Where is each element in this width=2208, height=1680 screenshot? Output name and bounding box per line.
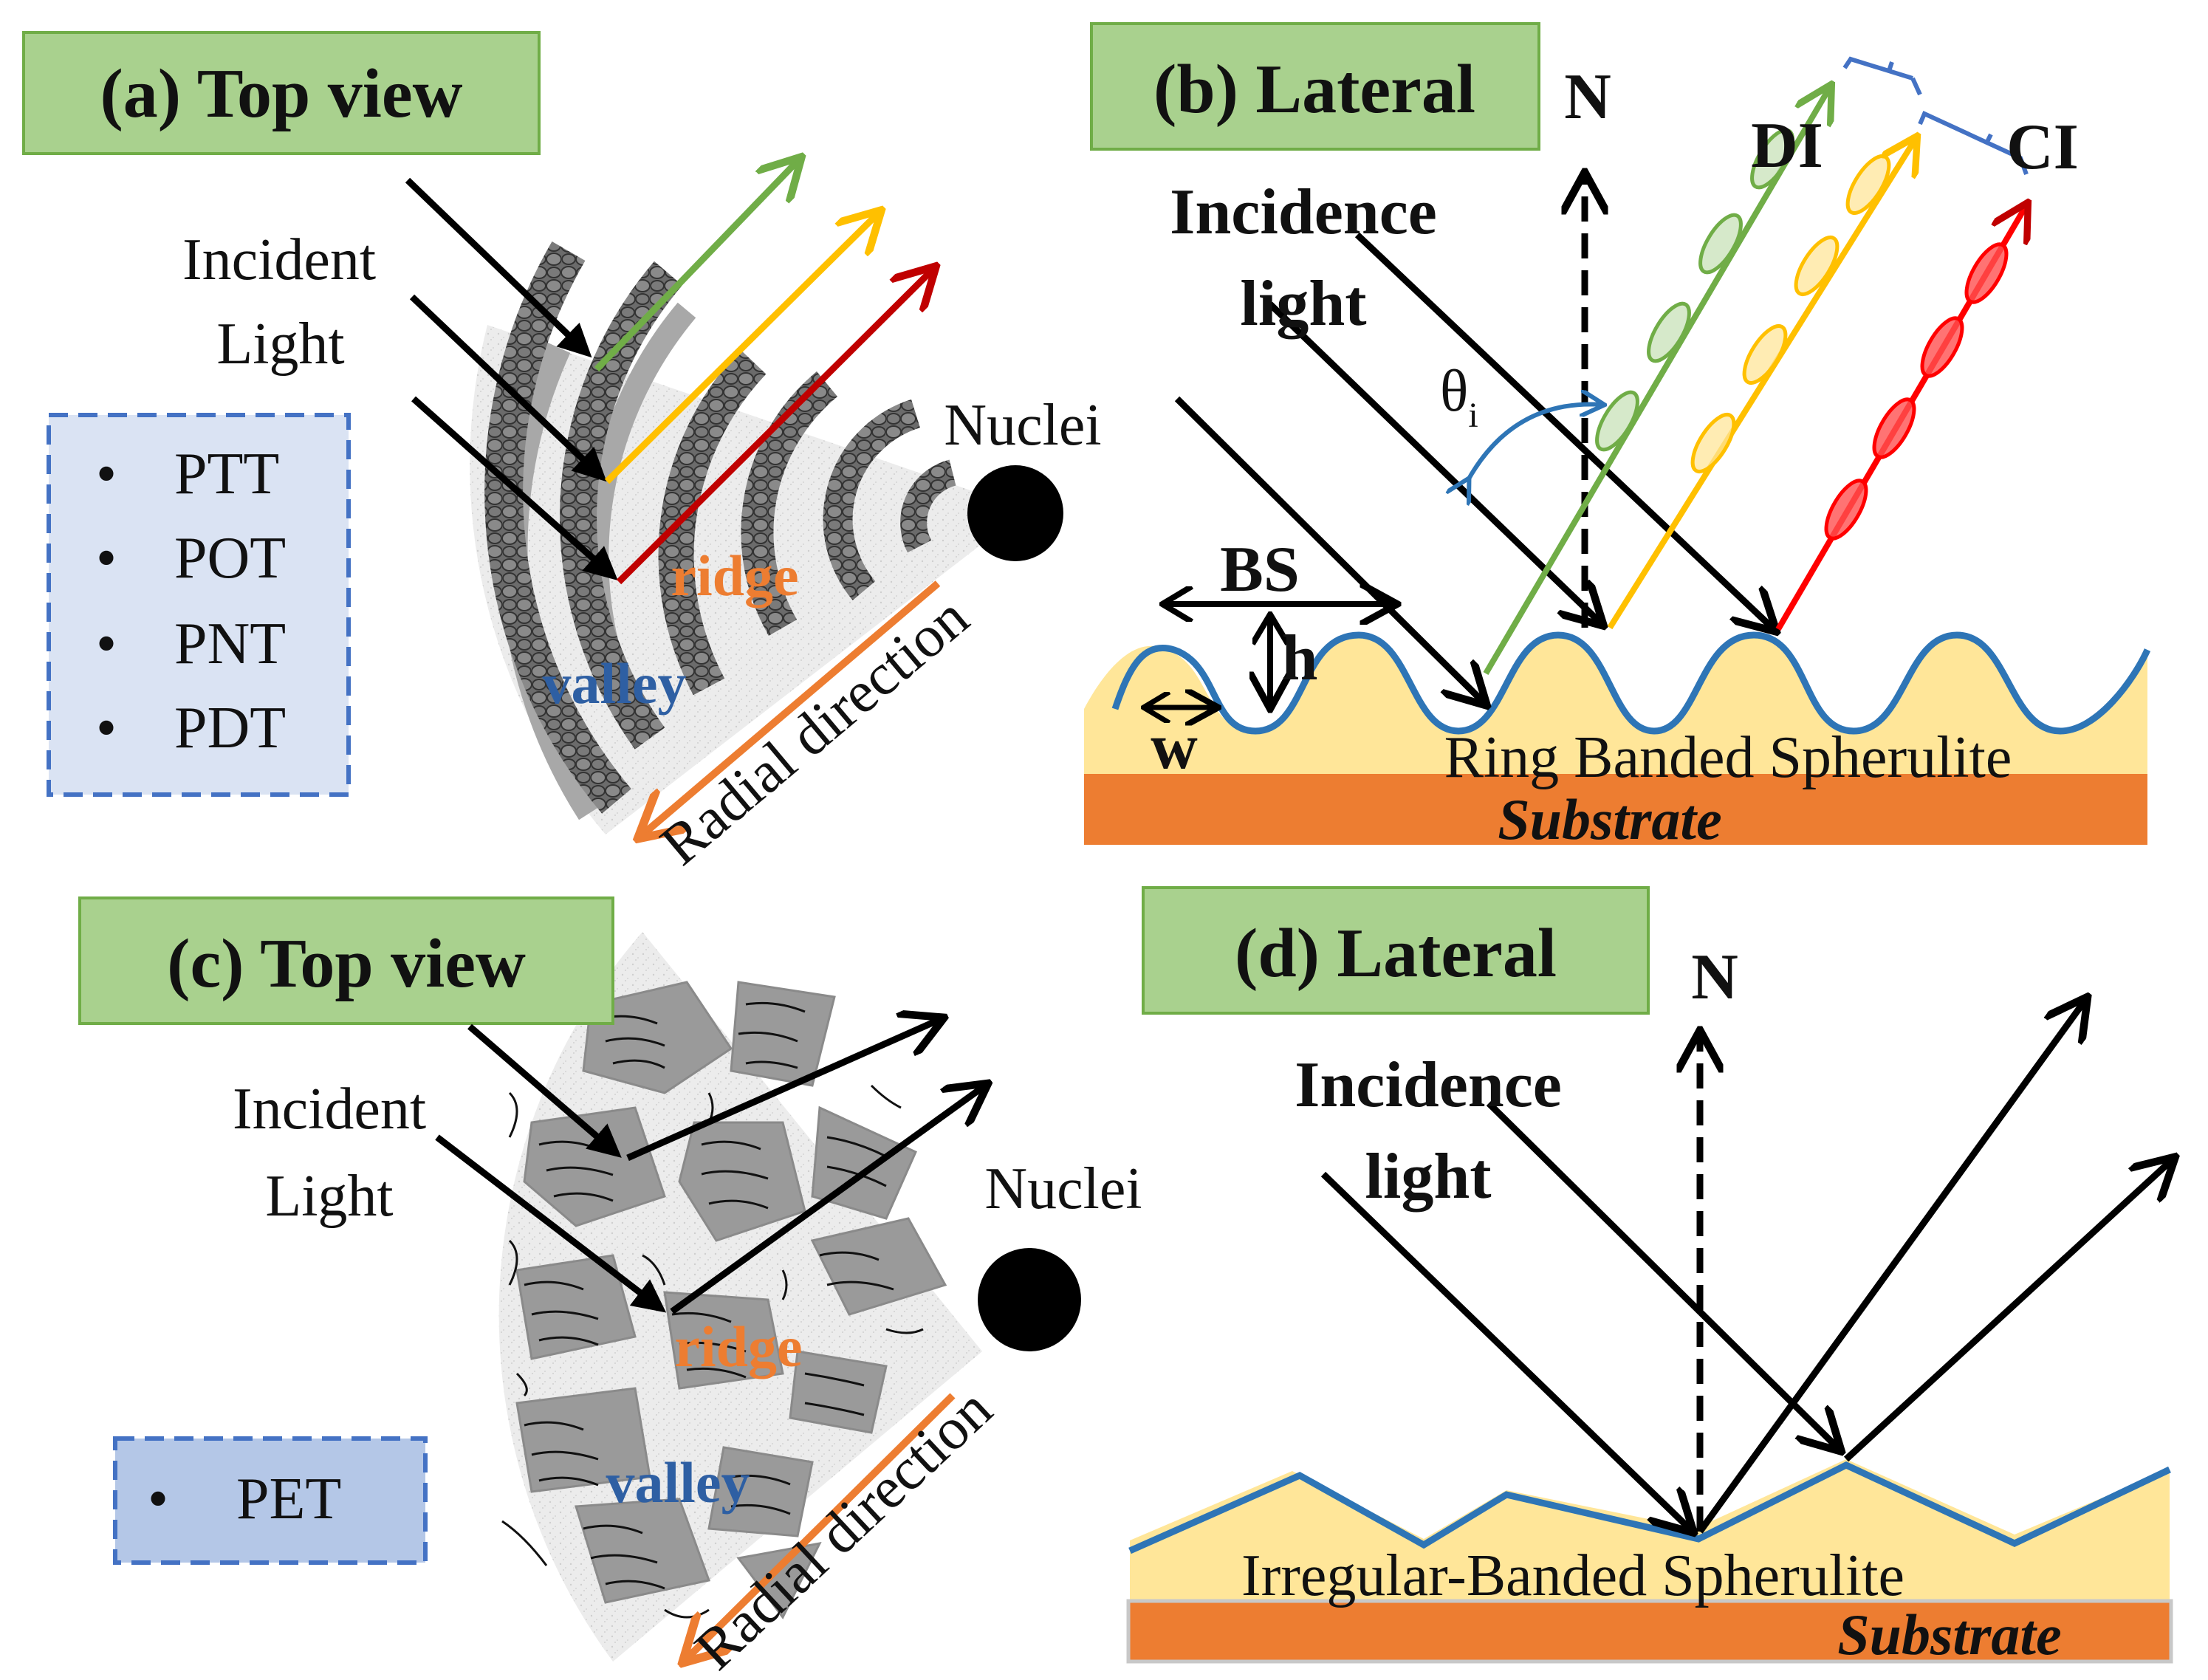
legend-bullet-pet: •: [148, 1467, 168, 1532]
valley-label-c: valley: [606, 1450, 750, 1515]
w-label: w: [1151, 711, 1198, 783]
substrate-d: [1126, 1599, 2173, 1664]
BS-label: BS: [1220, 534, 1300, 606]
nuclei-label: Nuclei: [944, 393, 1101, 458]
pet-legend-box: [113, 1436, 428, 1565]
incident-ray-d-1: [1320, 1171, 1691, 1530]
ring-band-1: [484, 241, 631, 814]
reflected-arrow-c-1: [626, 1019, 941, 1162]
incident-label-line2: Light: [216, 312, 344, 377]
theta-label: θi: [1440, 359, 1478, 435]
panel-c-title: (c) Top view: [167, 925, 526, 1002]
polymer-legend-box: [47, 413, 351, 797]
panel-b-title-box: [1090, 22, 1540, 151]
panel-a: (a) Top view Nuclei Incident Light ridge…: [22, 31, 1102, 878]
red-wave-packet: [1824, 242, 2009, 541]
ring-band-3: [658, 349, 767, 696]
panel-a-title: (a) Top view: [100, 55, 463, 132]
nuclei-label-c: Nuclei: [984, 1156, 1142, 1221]
CI-bracket: [1918, 110, 2029, 176]
incident-arrow-2: [409, 294, 607, 482]
incident-label-c-line1: Incident: [233, 1077, 426, 1142]
valley-label: valley: [543, 651, 687, 716]
legend-item-pet: PET: [236, 1467, 341, 1532]
legend-item-pnt: PNT: [174, 611, 286, 676]
normal-label-b: N: [1564, 61, 1611, 133]
diffuse-reflection-green: [1483, 87, 1830, 676]
incidence-label-d-line1: Incidence: [1295, 1049, 1562, 1121]
incident-arrow-1: [405, 177, 592, 358]
ring-band-4: [741, 371, 838, 636]
reflected-red-arrow: [616, 269, 933, 585]
legend-bullet-2: •: [96, 526, 117, 591]
nucleus-dot-c: [978, 1248, 1081, 1351]
ring-band-5: [823, 399, 921, 600]
incident-ray-b-1: [1174, 396, 1484, 703]
panel-c: (c) Top view Nuclei Incident Light ridge…: [78, 896, 1142, 1680]
ridge-label-c: ridge: [674, 1314, 802, 1379]
legend-item-pot: POT: [174, 526, 286, 591]
reflected-yellow-arrow: [604, 213, 879, 484]
ring-banded-surface-profile: [1111, 631, 2151, 735]
reflected-arrow-c-2: [670, 1086, 985, 1314]
green-wave-packet: [1595, 128, 1794, 452]
radial-direction-arrow: [641, 580, 941, 836]
CI-label: CI: [2006, 112, 2079, 183]
panel-c-title-box: [78, 896, 614, 1025]
panel-b-title: (b) Lateral: [1153, 51, 1475, 128]
nucleus-dot: [967, 465, 1063, 561]
panel-d-title-box: [1142, 886, 1650, 1015]
incidence-angle-arc: [1468, 404, 1602, 480]
radial-direction-arrow-c: [685, 1393, 956, 1660]
yellow-wave-packet: [1690, 154, 1891, 474]
legend-item-ptt: PTT: [174, 442, 279, 507]
legend-item-pdt: PDT: [174, 696, 286, 761]
incident-arrow-c-1: [467, 1024, 622, 1158]
irregular-spherulite-label: Irregular-Banded Spherulite: [1241, 1543, 1904, 1608]
substrate-d-label: Substrate: [1837, 1602, 2061, 1667]
reflected-green-arrow: [594, 160, 799, 372]
substrate-b-label: Substrate: [1498, 787, 1721, 851]
legend-bullet-1: •: [96, 442, 117, 507]
incident-ray-d-2: [1486, 1100, 1839, 1449]
normal-label-d: N: [1691, 942, 1738, 1013]
legend-bullet-3: •: [96, 611, 117, 676]
panel-d: (d) Lateral Irregular-Banded Spherulite …: [1126, 886, 2173, 1667]
panel-b: (b) Lateral Ring Banded Spherulite Subst…: [1084, 22, 2151, 851]
incidence-label-line2: light: [1240, 268, 1366, 340]
reflected-ray-d-2: [1843, 1159, 2173, 1462]
incidence-label-line1: Incidence: [1170, 176, 1437, 248]
incident-ray-b-2: [1267, 301, 1601, 623]
reflected-ray-d-1: [1697, 1000, 2085, 1534]
ring-banded-film: [1084, 635, 2147, 775]
ring-banded-spherulite-label: Ring Banded Spherulite: [1444, 725, 2012, 790]
panel-d-title: (d) Lateral: [1235, 915, 1557, 992]
DI-bracket: [1842, 56, 1922, 96]
incident-label-c-line2: Light: [265, 1164, 393, 1229]
panel-a-title-box: [22, 31, 541, 155]
incident-label-line1: Incident: [182, 227, 376, 292]
irregular-surface-profile: [1128, 1461, 2171, 1554]
irregular-spherulite-top-view: [498, 932, 982, 1662]
incident-arrow-c-2: [435, 1134, 667, 1313]
ring-band-6: [900, 459, 957, 553]
incidence-label-d-line2: light: [1365, 1141, 1491, 1213]
incident-arrow-3: [411, 396, 618, 580]
ridge-label: ridge: [671, 544, 798, 608]
diffuse-reflection-yellow: [1607, 139, 1916, 630]
legend-bullet-4: •: [96, 696, 117, 761]
DI-label: DI: [1751, 110, 1823, 182]
substrate-b: [1084, 774, 2147, 845]
h-label: h: [1282, 623, 1318, 694]
